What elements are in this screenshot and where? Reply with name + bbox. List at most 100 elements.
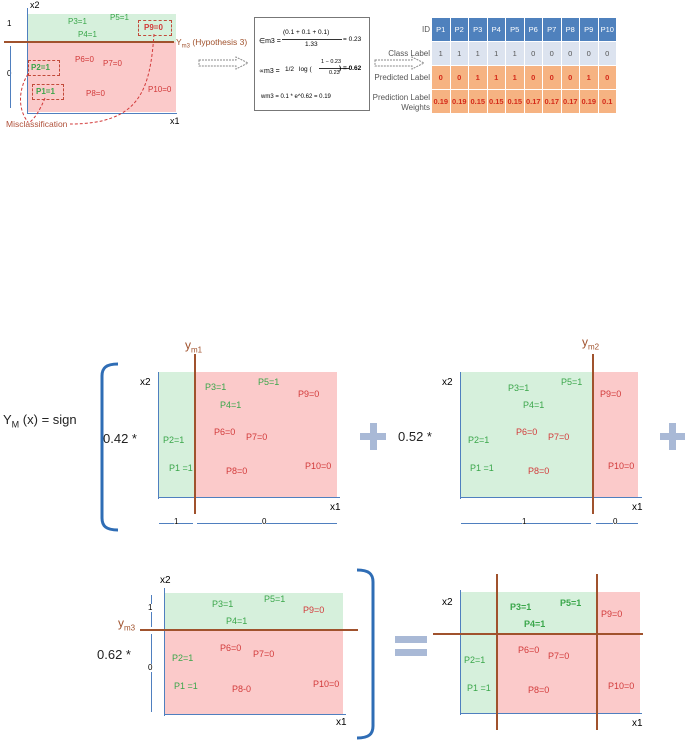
- left-bracket: [100, 362, 119, 532]
- plot2-dim-zero: 0: [613, 517, 618, 526]
- plot1-p5: P5=1: [258, 377, 280, 387]
- plot3-dim-one: 1: [148, 603, 153, 612]
- result-p3: P3=1: [510, 602, 532, 612]
- plot1-green-region: [159, 372, 195, 497]
- epsilon-numerator: (0.1 + 0.1 + 0.1): [283, 29, 330, 36]
- weight-cell: 0.17: [561, 90, 580, 113]
- weight-cell: 0.19: [432, 90, 451, 113]
- x1-label: x1: [170, 116, 180, 126]
- plot1-p8: P8=0: [226, 466, 248, 476]
- plot3-x2-label: x2: [160, 575, 171, 586]
- weight-cell: 0.15: [487, 90, 506, 113]
- plot1-x2-label: x2: [140, 377, 151, 388]
- point-p4: P4=1: [78, 30, 97, 39]
- result-p6: P6=0: [518, 645, 540, 655]
- alpha-fraction-bar: [319, 68, 349, 69]
- pred-cell: 0: [450, 66, 469, 89]
- dim-zero: 0: [7, 70, 11, 78]
- plot3-p3: P3=1: [212, 599, 234, 609]
- class-cell: 1: [469, 42, 488, 65]
- weight-line: wm3 = 0.1 * e^0.62 = 0.19: [261, 94, 331, 100]
- plot1-dim-zero: 0: [262, 517, 267, 526]
- plot2-p9: P9=0: [600, 389, 622, 399]
- plot1-dim-line-0: [197, 523, 337, 524]
- plot2-x2-label: x2: [442, 377, 453, 388]
- dim-arrow: [10, 46, 11, 108]
- result-p7: P7=0: [548, 651, 570, 661]
- pred-cell: 0: [561, 66, 580, 89]
- epsilon-value: = 0.23: [343, 36, 362, 43]
- plot2-dim-one: 1: [522, 517, 527, 526]
- point-p3: P3=1: [68, 17, 87, 26]
- plot3-green-region: [165, 593, 343, 630]
- id-cell: P1: [432, 18, 451, 41]
- point-p6: P6=0: [75, 55, 94, 64]
- plot1-boundary: [194, 354, 196, 514]
- coef-2: 0.52 *: [398, 429, 432, 444]
- id-cell: P3: [469, 18, 488, 41]
- id-cell: P8: [561, 18, 580, 41]
- result-x1-label: x1: [632, 718, 643, 729]
- result-p9: P9=0: [601, 609, 623, 619]
- plot2-x1-label: x1: [632, 502, 643, 513]
- formula-box: ∈m3 = (0.1 + 0.1 + 0.1) 1.33 = 0.23 ∝m3 …: [254, 17, 370, 111]
- plot2-p5: P5=1: [561, 377, 583, 387]
- class-cell: 1: [450, 42, 469, 65]
- weight-cell: 0.17: [543, 90, 562, 113]
- plot2-p8: P8=0: [528, 466, 550, 476]
- plot1-dim-one: 1: [174, 517, 179, 526]
- plot3-dim-line-0: [151, 634, 152, 712]
- point-p10: P10=0: [148, 85, 172, 94]
- id-cell: P6: [524, 18, 543, 41]
- weight-cell: 0.19: [580, 90, 599, 113]
- plot2-x2-axis: [460, 372, 461, 499]
- plot2-p2: P2=1: [468, 435, 490, 445]
- plot2-p4: P4=1: [523, 400, 545, 410]
- hypothesis-label: Ym3 (Hypothesis 3): [176, 37, 248, 50]
- plot3-p10: P10=0: [313, 679, 340, 689]
- dim-one: 1: [7, 19, 12, 28]
- weight-cell: 0.19: [450, 90, 469, 113]
- plot1-p3: P3=1: [205, 382, 227, 392]
- point-p1: P1=1: [36, 87, 55, 96]
- result-pink-right: [597, 592, 640, 713]
- alpha-numerator: 1 − 0.23: [321, 59, 342, 65]
- result-boundary-ym3: [433, 633, 643, 635]
- plot3-x2-axis: [164, 588, 165, 716]
- plot1-p1: P1 =1: [169, 463, 193, 473]
- plot1-p4: P4=1: [220, 400, 242, 410]
- result-p8: P8=0: [528, 685, 550, 695]
- class-cell: 0: [524, 42, 543, 65]
- id-cell: P5: [506, 18, 525, 41]
- point-p2: P2=1: [31, 63, 50, 72]
- weight-cell: 0.15: [506, 90, 525, 113]
- class-cell: 0: [561, 42, 580, 65]
- plot3-dim-zero: 0: [148, 663, 153, 672]
- weight-cell: 0.17: [524, 90, 543, 113]
- alpha-denominator: 0.23: [329, 70, 340, 76]
- plot2-p7: P7=0: [548, 432, 570, 442]
- pred-row-label: Predicted Label: [374, 73, 430, 82]
- misclassification-label: Misclassification: [6, 119, 68, 129]
- result-pink-center: [497, 634, 597, 713]
- plot2-x1-axis: [460, 497, 642, 498]
- plot2-p6: P6=0: [516, 427, 538, 437]
- plot3-p8: P8-0: [232, 684, 252, 694]
- weight-cell: 0.1: [598, 90, 617, 113]
- pred-cell: 1: [580, 66, 599, 89]
- plot3-p7: P7=0: [253, 649, 275, 659]
- result-x1-axis: [460, 713, 642, 714]
- plot1-p6: P6=0: [214, 427, 236, 437]
- alpha-half: 1/2: [285, 66, 295, 73]
- id-cell: P4: [487, 18, 506, 41]
- plot1-pink-region: [195, 372, 337, 497]
- pred-cell: 0: [543, 66, 562, 89]
- arrow-to-table: [374, 56, 426, 70]
- plot2-green-region: [461, 372, 593, 497]
- ensemble-lhs: YM (x) = sign: [3, 412, 77, 430]
- weight-cell: 0.15: [469, 90, 488, 113]
- right-bracket: [356, 568, 375, 740]
- class-cell: 1: [506, 42, 525, 65]
- result-boundary-ym1: [496, 574, 498, 730]
- plot3-p6: P6=0: [220, 643, 242, 653]
